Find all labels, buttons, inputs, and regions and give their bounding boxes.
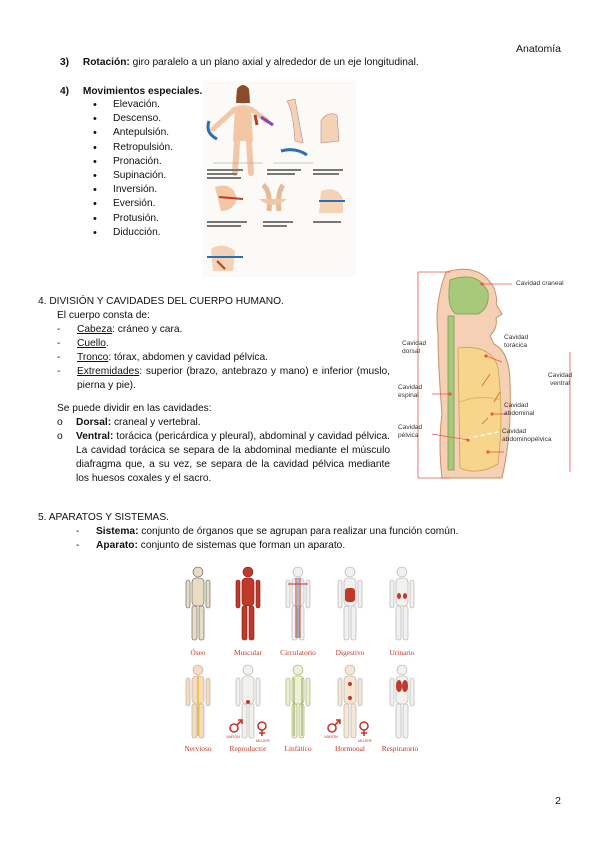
label-cranial-cavity: Cavidad craneal <box>516 280 564 287</box>
caption-urinario: Urinario <box>389 648 415 657</box>
label-dorsal-cavity: Cavidad dorsal <box>402 340 427 355</box>
cavities-list: o Dorsal: craneal y vertebral. o Ventral… <box>57 416 390 486</box>
caption-reproductor: Reproductor <box>229 744 267 753</box>
caption-muscular: Muscular <box>234 648 262 657</box>
list-item: Protusión. <box>93 212 173 226</box>
caption-linfatico: Linfático <box>284 744 312 753</box>
special-movements-list: Elevación. Descenso. Antepulsión. Retrop… <box>93 98 173 240</box>
list-item: Diducción. <box>93 226 173 240</box>
label-male: VARÓN <box>226 734 240 739</box>
body-systems-illustration <box>185 566 415 739</box>
special-movements-heading: 4) Movimientos especiales. <box>60 85 202 99</box>
body-parts-list: -Cabeza: cráneo y cara. -Cuello. -Tronco… <box>57 323 390 393</box>
list-item: Eversión. <box>93 197 173 211</box>
label-spinal-cavity: Cavidad espinal <box>398 384 423 399</box>
list-item: o Ventral: torácica (pericárdica y pleur… <box>57 431 390 484</box>
list-item: -Tronco: tórax, abdomen y cavidad pélvic… <box>57 352 269 363</box>
rotation-text: giro paralelo a un plano axial y alreded… <box>129 57 419 68</box>
rotation-paragraph: 3) Rotación: giro paralelo a un plano ax… <box>60 56 419 70</box>
page-number: 2 <box>555 795 561 807</box>
list-item: Antepulsión. <box>93 126 173 140</box>
rotation-term: Rotación: <box>82 57 130 68</box>
body-cavities-figure: Cavidad craneal Cavidad dorsal Cavidad t… <box>398 264 576 486</box>
caption-oseo: Óseo <box>190 648 206 657</box>
systems-definitions: -Sistema: conjunto de órganos que se agr… <box>76 525 458 553</box>
list-item: Retropulsión. <box>93 141 173 155</box>
list-item: Pronación. <box>93 155 173 169</box>
rotation-number: 3) <box>60 57 70 68</box>
list-item: Inversión. <box>93 183 173 197</box>
special-title: Movimientos especiales. <box>82 86 203 97</box>
section-4-title: 4. DIVISIÓN Y CAVIDADES DEL CUERPO HUMAN… <box>38 296 284 307</box>
caption-hormonal: Hormonal <box>335 744 365 753</box>
label-thoracic-cavity: Cavidad torácica <box>504 334 529 349</box>
caption-respiratorio: Respiratorio <box>381 744 419 753</box>
label-ventral-cavity: Cavidad ventral <box>547 372 573 387</box>
section-5-title: 5. APARATOS Y SISTEMAS. <box>38 512 169 523</box>
label-pelvic-cavity: Cavidad pélvica <box>398 424 423 439</box>
caption-circulatorio: Circulatorio <box>280 648 316 657</box>
label-female: MUJER <box>358 738 372 743</box>
label-male: VARÓN <box>324 734 338 739</box>
caption-digestivo: Digestivo <box>335 648 365 657</box>
list-item: -Sistema: conjunto de órganos que se agr… <box>76 526 459 537</box>
label-female: MUJER <box>256 738 270 743</box>
page-header: Anatomía <box>516 43 561 55</box>
body-cavities-illustration <box>417 268 571 479</box>
list-item: Descenso. <box>93 112 173 126</box>
special-movements-illustration <box>203 81 356 277</box>
section-4-intro: El cuerpo consta de: <box>57 310 150 321</box>
cavities-intro: Se puede dividir en las cavidades: <box>57 403 212 414</box>
list-item: Supinación. <box>93 169 173 183</box>
list-item: -Aparato: conjunto de sistemas que forma… <box>76 540 346 551</box>
list-item: -Cabeza: cráneo y cara. <box>57 324 183 335</box>
list-item: -Cuello. <box>57 338 109 349</box>
list-item: o Dorsal: craneal y vertebral. <box>57 417 201 428</box>
label-abdominopelvic-cavity: Cavidad abdominopélvica <box>502 428 552 443</box>
list-item: Elevación. <box>93 98 173 112</box>
label-abdominal-cavity: Cavidad abdominal <box>504 402 535 417</box>
list-item: -Extremidades: superior (brazo, antebraz… <box>57 366 390 391</box>
body-systems-figure: Óseo Muscular Circulatorio Digestivo Uri… <box>174 560 430 756</box>
caption-nervioso: Nervioso <box>184 744 212 753</box>
special-number: 4) <box>60 86 70 97</box>
